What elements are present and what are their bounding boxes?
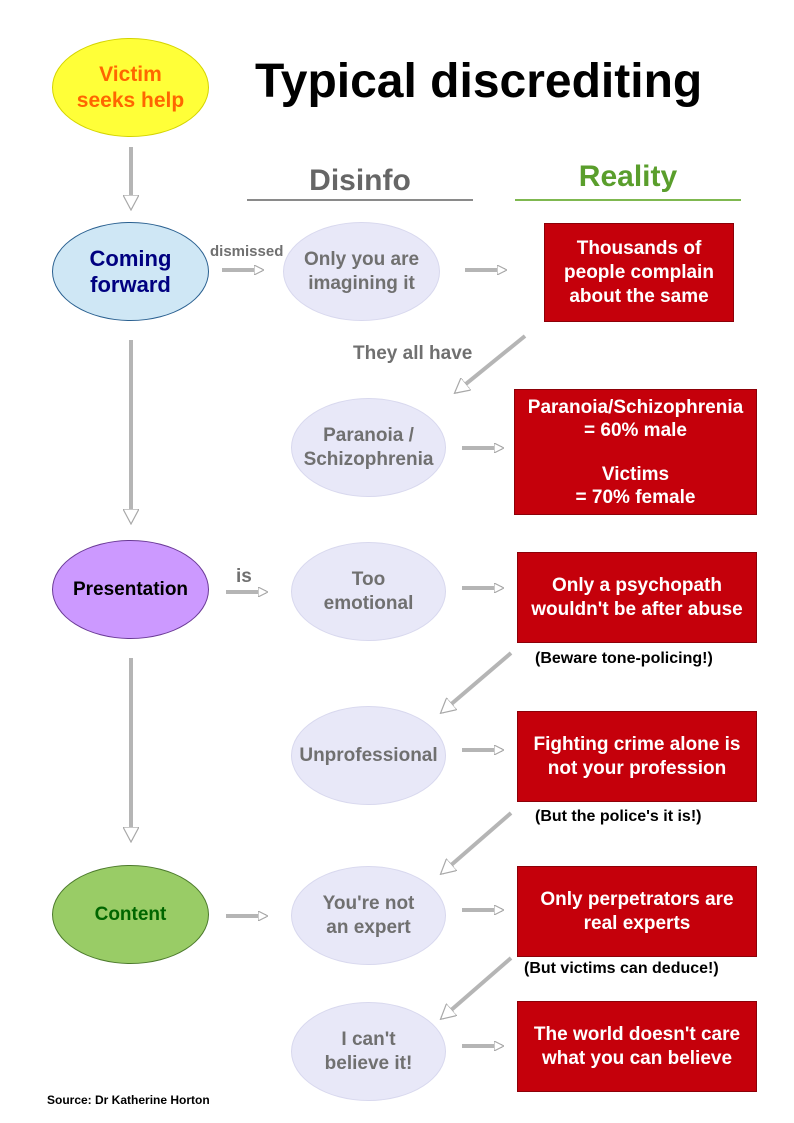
coming-forward-text: Coming forward xyxy=(89,245,172,297)
disinfo-paranoia: Paranoia / Schizophrenia xyxy=(291,398,446,497)
reality-psychopath-text: Only a psychopath wouldn't be after abus… xyxy=(531,574,743,620)
disinfo-imagining-text: Only you are imagining it xyxy=(303,248,420,294)
victim-node: Victim seeks help xyxy=(52,38,209,137)
note-deduce: (But victims can deduce!) xyxy=(524,960,719,977)
note-tone-policing: (Beware tone-policing!) xyxy=(535,650,713,667)
disinfo-underline xyxy=(247,199,473,201)
note-police: (But the police's it is!) xyxy=(535,808,702,825)
arrow-perp-to-cantbelieve xyxy=(442,956,513,1018)
dismissed-label: dismissed xyxy=(210,243,284,260)
content-node: Content xyxy=(52,865,209,964)
victim-text: Victim seeks help xyxy=(76,62,185,112)
disinfo-cant-believe-text: I can't believe it! xyxy=(324,1028,413,1074)
reality-world-text: The world doesn't care what you can beli… xyxy=(533,1023,741,1069)
presentation-node: Presentation xyxy=(52,540,209,639)
disinfo-unprofessional-text: Unprofessional xyxy=(299,744,438,766)
disinfo-imagining: Only you are imagining it xyxy=(283,222,440,321)
coming-forward-node: Coming forward xyxy=(52,222,209,321)
reality-heading: Reality xyxy=(578,160,678,193)
disinfo-emotional-text: Too emotional xyxy=(323,568,414,614)
arrow-thousands-to-paranoia xyxy=(456,334,527,392)
arrow-crime-to-notexpert xyxy=(442,811,513,873)
reality-thousands-text: Thousands of people complain about the s… xyxy=(564,237,714,307)
source-credit: Source: Dr Katherine Horton xyxy=(47,1093,210,1107)
reality-psychopath: Only a psychopath wouldn't be after abus… xyxy=(517,552,757,643)
disinfo-cant-believe: I can't believe it! xyxy=(291,1002,446,1101)
disinfo-not-expert-text: You're not an expert xyxy=(322,892,415,938)
they-all-have-label: They all have xyxy=(353,343,473,364)
arrow-psychopath-to-unprof xyxy=(442,651,513,712)
reality-stats-line-3: Victims xyxy=(601,463,670,485)
reality-underline xyxy=(515,199,741,201)
reality-stats: Paranoia/Schizophrenia = 60% male Victim… xyxy=(514,389,757,515)
reality-stats-line-1: Paranoia/Schizophrenia xyxy=(527,396,744,418)
disinfo-paranoia-text: Paranoia / Schizophrenia xyxy=(303,424,434,470)
reality-world: The world doesn't care what you can beli… xyxy=(517,1001,757,1092)
disinfo-unprofessional: Unprofessional xyxy=(291,706,446,805)
content-text: Content xyxy=(94,903,167,925)
reality-perpetrators: Only perpetrators are real experts xyxy=(517,866,757,957)
disinfo-heading: Disinfo xyxy=(309,164,411,197)
reality-perpetrators-text: Only perpetrators are real experts xyxy=(540,888,734,934)
reality-crime: Fighting crime alone is not your profess… xyxy=(517,711,757,802)
reality-thousands: Thousands of people complain about the s… xyxy=(544,223,734,322)
reality-stats-line-2: = 60% male xyxy=(584,419,687,441)
disinfo-emotional: Too emotional xyxy=(291,542,446,641)
disinfo-not-expert: You're not an expert xyxy=(291,866,446,965)
page-title: Typical discrediting xyxy=(255,55,703,108)
reality-crime-text: Fighting crime alone is not your profess… xyxy=(533,733,741,779)
reality-stats-line-4: = 70% female xyxy=(575,486,696,508)
presentation-text: Presentation xyxy=(72,578,189,600)
is-label: is xyxy=(236,566,252,587)
